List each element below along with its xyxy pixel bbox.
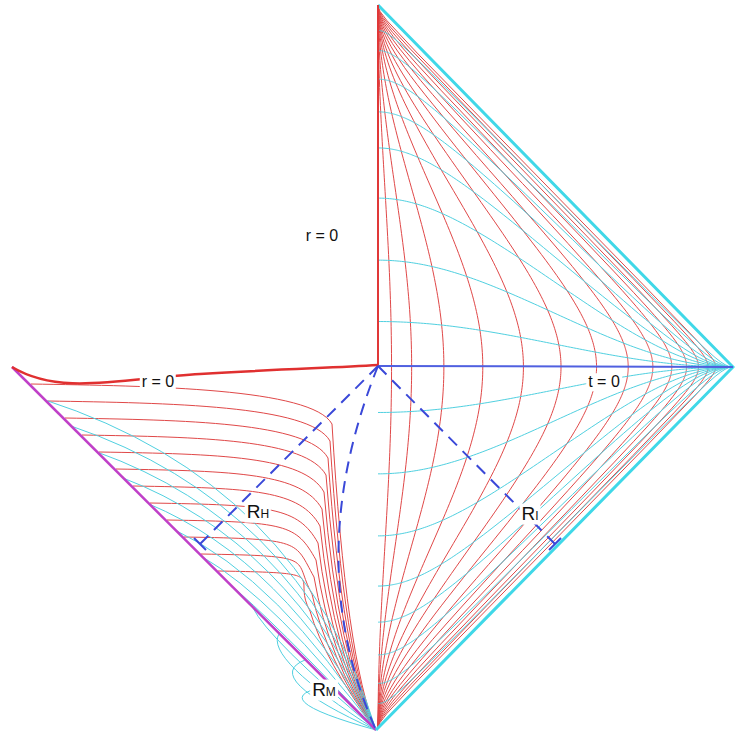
- coordinate-lines: [31, 6, 732, 730]
- radius-label: RI: [519, 504, 540, 525]
- constant-t-line: [378, 367, 732, 586]
- constant-t-line: [378, 79, 732, 367]
- t-zero-line: [378, 366, 733, 367]
- constant-t-line: [378, 112, 732, 367]
- constant-t-line: [378, 367, 732, 622]
- null-infinity: [376, 5, 733, 730]
- radius-label: RH: [245, 502, 271, 523]
- horizon-dashed: [200, 366, 378, 544]
- constant-t-line: [378, 367, 732, 536]
- axis-label: r = 0: [140, 373, 176, 391]
- constant-t-line: [378, 367, 732, 412]
- radius-label: RM: [310, 680, 338, 701]
- matter-dashed: [338, 366, 378, 730]
- tick-mark: [194, 538, 206, 550]
- singularity-curve: [12, 365, 378, 384]
- axis-label: r = 0: [304, 227, 340, 245]
- past-boundary: [12, 367, 376, 730]
- initial-dashed: [378, 366, 555, 544]
- constant-t-line: [378, 50, 732, 366]
- tick-mark: [549, 538, 561, 550]
- constant-t-line: [378, 148, 732, 367]
- constant-t-line: [378, 367, 732, 655]
- constant-t-line: [378, 367, 732, 703]
- center-line: [377, 5, 379, 365]
- axis-label: t = 0: [586, 373, 622, 391]
- interior-line: [292, 660, 376, 730]
- constant-t-line: [378, 31, 732, 367]
- constant-t-line: [378, 198, 732, 367]
- constant-t-line: [378, 367, 732, 683]
